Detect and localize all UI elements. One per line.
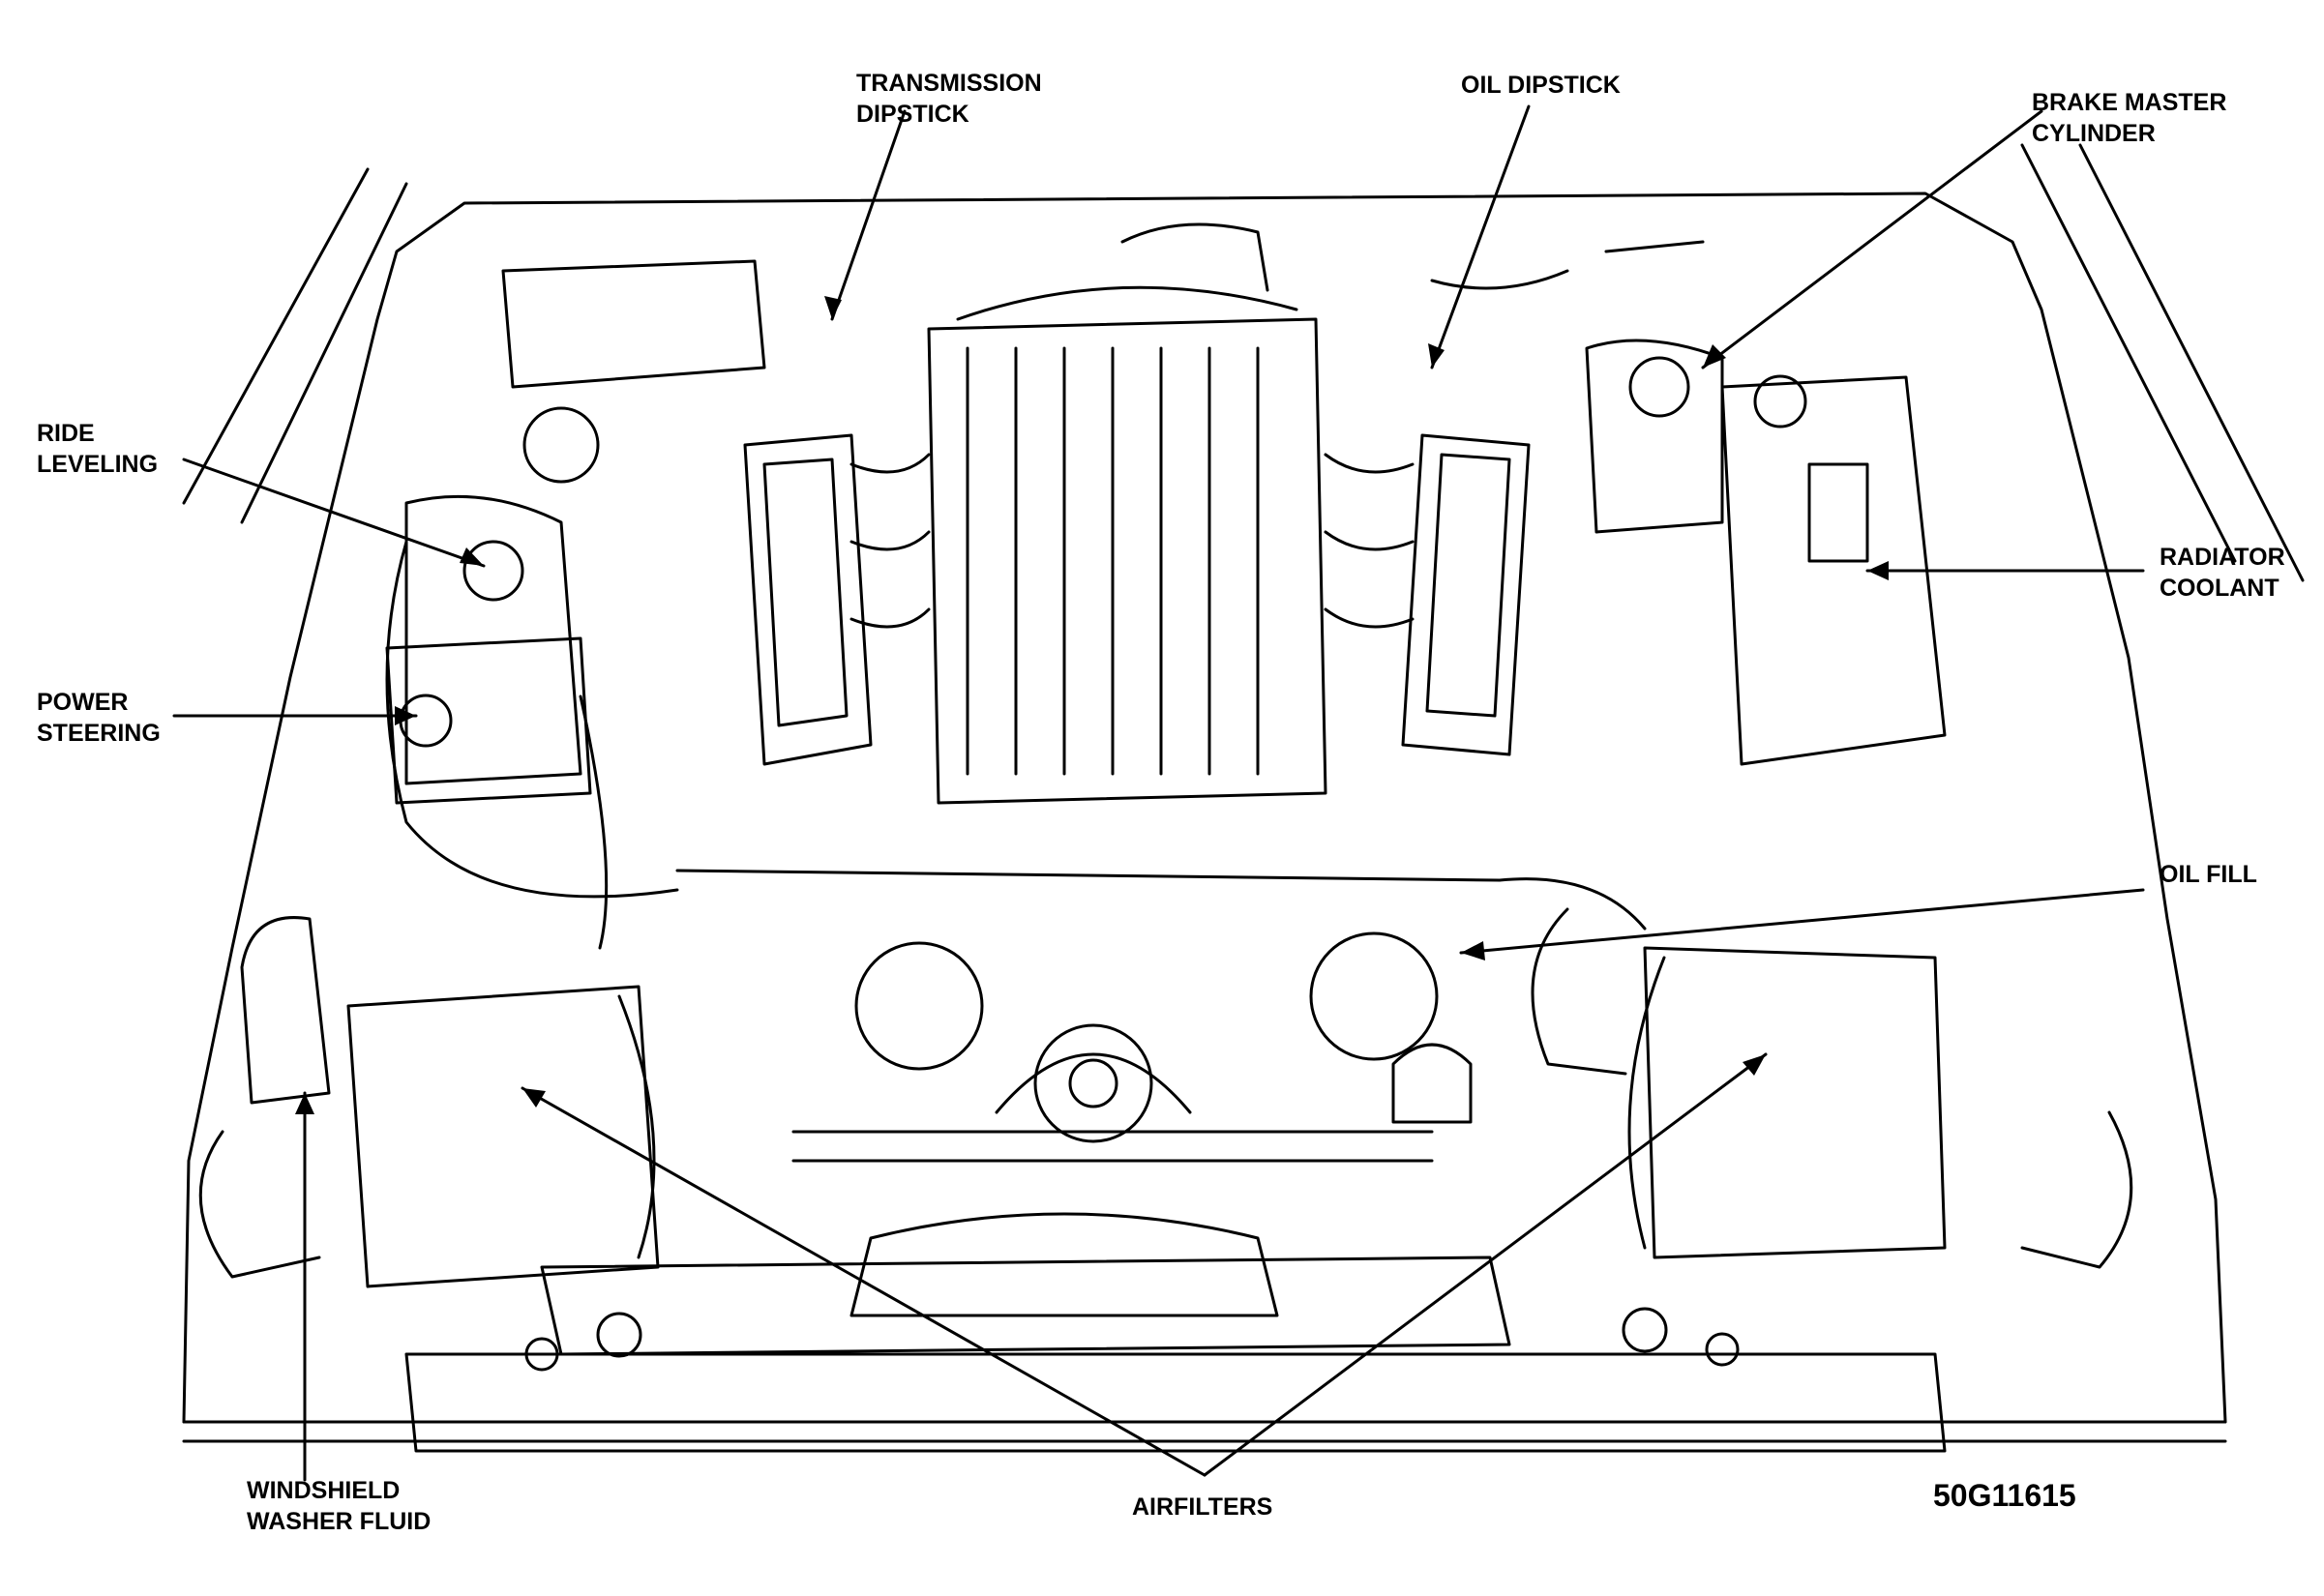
label-radiator-coolant: RADIATOR COOLANT — [2160, 544, 2285, 602]
label-brake-master-cylinder: BRAKE MASTER CYLINDER — [2032, 89, 2227, 147]
label-windshield-washer-fluid: WINDSHIELD WASHER FLUID — [247, 1477, 432, 1535]
label-ride-leveling: RIDE LEVELING — [37, 420, 159, 478]
label-oil-fill: OIL FILL — [2160, 861, 2257, 888]
label-power-steering: POWER STEERING — [37, 689, 161, 747]
label-oil-dipstick: OIL DIPSTICK — [1461, 72, 1621, 99]
figure-code: 50G11615 — [1933, 1478, 2076, 1513]
label-airfilters: AIRFILTERS — [1132, 1493, 1273, 1521]
label-transmission-dipstick: TRANSMISSION DIPSTICK — [856, 70, 1042, 128]
